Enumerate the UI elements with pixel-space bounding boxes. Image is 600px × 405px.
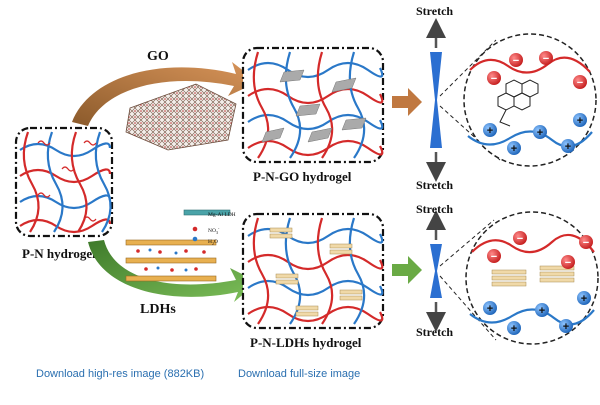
stretch-label-top-2: Stretch	[416, 202, 453, 216]
pn-ldhs-hydrogel-network	[241, 212, 385, 330]
water-label: H2O	[208, 239, 218, 246]
stretch-indicator-bottom	[426, 210, 446, 332]
download-high-res-link[interactable]: Download high-res image (882KB)	[36, 368, 205, 380]
download-links: Download high-res image (882KB) Download…	[0, 368, 600, 392]
minus-sign: −	[583, 237, 589, 249]
mg-al-ldh-label: Mg-Al LDH	[208, 212, 236, 218]
negative-charges-bottom	[487, 231, 593, 269]
negative-charges-top	[487, 51, 587, 89]
minus-sign: −	[491, 73, 497, 85]
stretch-label-bottom-1: Stretch	[416, 178, 453, 192]
plus-sign: +	[577, 115, 583, 127]
stretch-label-top-1: Stretch	[416, 4, 453, 18]
pyrene-molecule	[497, 79, 539, 127]
zoom-lines	[439, 39, 501, 341]
ldh-layers	[125, 209, 231, 282]
ldh-interaction-zoom	[465, 211, 599, 345]
plus-sign: +	[563, 321, 569, 333]
pn-ldhs-hydrogel-label: P-N-LDHs hydrogel	[250, 335, 362, 350]
stretch-label-bottom-2: Stretch	[416, 325, 453, 339]
go-arrow	[72, 62, 258, 126]
plus-sign: +	[565, 141, 571, 153]
nitrate-label: NO3-	[208, 226, 220, 235]
pn-go-hydrogel-label: P-N-GO hydrogel	[253, 169, 352, 184]
plus-sign: +	[537, 127, 543, 139]
graphene-oxide-sheet	[125, 83, 237, 151]
go-interaction-zoom	[463, 33, 597, 167]
minus-sign: −	[565, 257, 571, 269]
plus-sign: +	[539, 305, 545, 317]
ldh-to-stretch-arrow	[392, 256, 422, 284]
plus-sign: +	[487, 125, 493, 137]
positive-charges-bottom	[483, 291, 591, 335]
go-to-stretch-arrow	[392, 88, 422, 116]
ldh-arrow	[88, 240, 258, 302]
plus-sign: +	[487, 303, 493, 315]
pn-hydrogel-network	[14, 126, 114, 238]
minus-sign: −	[577, 77, 583, 89]
minus-sign: −	[513, 55, 519, 67]
plus-sign: +	[511, 323, 517, 335]
plus-sign: +	[511, 143, 517, 155]
download-full-size-link[interactable]: Download full-size image	[238, 368, 361, 380]
minus-sign: −	[543, 53, 549, 65]
pn-go-hydrogel-network	[241, 46, 385, 164]
minus-sign: −	[517, 233, 523, 245]
plus-sign: +	[581, 293, 587, 305]
go-label: GO	[147, 49, 169, 64]
stretch-indicator-top	[426, 18, 446, 182]
positive-charges-top	[483, 113, 587, 155]
minus-sign: −	[491, 251, 497, 263]
pn-hydrogel-label: P-N hydrogel	[22, 246, 96, 261]
ldhs-label: LDHs	[140, 302, 176, 317]
